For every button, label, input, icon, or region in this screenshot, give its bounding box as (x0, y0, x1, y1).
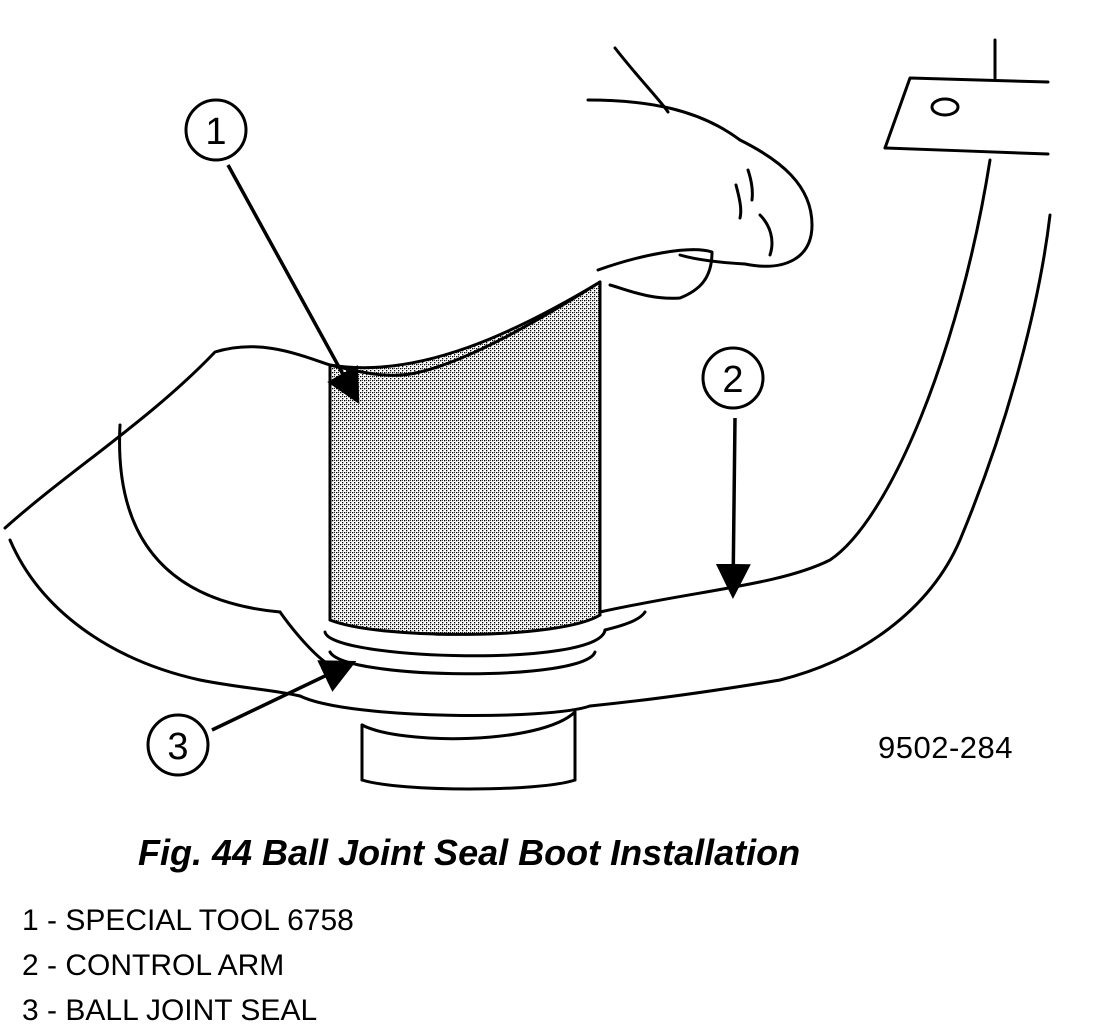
legend-number: 3 (22, 994, 39, 1027)
legend-separator: - (38, 949, 66, 982)
callout-3-circle (146, 713, 210, 777)
callout-1-circle (184, 98, 248, 162)
legend-number: 2 (22, 949, 39, 982)
callout-2-circle (701, 346, 765, 410)
drawing-id: 9502-284 (878, 730, 1014, 765)
callout-3-number: 3 (167, 726, 188, 768)
ball-joint-seal (323, 628, 607, 658)
callout-3-leader (211, 660, 357, 732)
callout-1-leader (226, 164, 360, 405)
control-arm-bracket (883, 76, 1050, 150)
callout-1-number: 1 (205, 111, 226, 153)
legend-item: 2 - CONTROL ARM (22, 943, 354, 988)
legend-separator: - (38, 904, 66, 937)
legend-item: 3 - BALL JOINT SEAL (22, 988, 354, 1033)
callout-2-leader (715, 417, 751, 599)
control-arm-outline (3, 345, 332, 530)
legend-list: 1 - SPECIAL TOOL 6758 2 - CONTROL ARM 3 … (22, 898, 354, 1033)
legend-item: 1 - SPECIAL TOOL 6758 (22, 898, 354, 943)
legend-text: BALL JOINT SEAL (65, 994, 318, 1027)
legend-text: CONTROL ARM (65, 949, 285, 982)
legend-separator: - (38, 994, 66, 1027)
ball-joint-seal-illustration: 1 2 3 (3, 38, 1052, 791)
legend-number: 1 (22, 904, 39, 937)
figure-caption: Fig. 44 Ball Joint Seal Boot Installatio… (138, 832, 801, 873)
callout-2-number: 2 (722, 359, 743, 401)
special-tool-6758 (328, 280, 602, 636)
legend-text: SPECIAL TOOL 6758 (65, 904, 354, 937)
